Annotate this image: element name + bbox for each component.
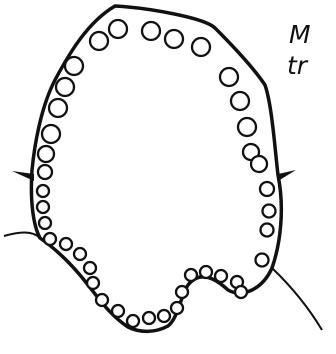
circle xyxy=(185,269,197,281)
circle xyxy=(42,125,60,143)
circle xyxy=(231,92,249,110)
circle xyxy=(142,22,160,40)
circle xyxy=(165,30,183,48)
circle xyxy=(38,165,52,179)
circle xyxy=(158,310,170,322)
circle xyxy=(143,312,155,324)
circle xyxy=(74,248,86,260)
circle xyxy=(171,302,183,314)
circle xyxy=(65,57,83,75)
label-line-1: M xyxy=(289,20,311,49)
circle xyxy=(176,286,188,298)
circle xyxy=(238,118,256,136)
circle xyxy=(49,99,67,117)
circle xyxy=(44,233,56,245)
right-tick-marker xyxy=(278,170,296,181)
circle xyxy=(215,270,227,282)
circle xyxy=(261,224,274,237)
circle xyxy=(37,185,49,197)
right-attachment-line xyxy=(272,268,322,330)
circle xyxy=(38,146,54,162)
circle xyxy=(256,254,269,267)
circle xyxy=(200,266,212,278)
circle xyxy=(127,315,139,327)
circle xyxy=(235,286,247,298)
circle xyxy=(220,68,238,86)
circle xyxy=(251,156,267,172)
circle xyxy=(39,217,51,229)
circle xyxy=(56,78,74,96)
circle xyxy=(84,262,96,274)
circle xyxy=(192,38,210,56)
circle xyxy=(112,305,124,317)
circle xyxy=(96,294,108,306)
label-line-2: tr xyxy=(287,51,309,80)
circle xyxy=(87,277,99,289)
circle xyxy=(109,20,127,38)
circle xyxy=(263,205,276,218)
circle xyxy=(60,238,72,250)
circle xyxy=(260,182,274,196)
circle xyxy=(90,32,108,50)
inner-circle-chain xyxy=(37,20,276,327)
circle xyxy=(37,201,49,213)
left-attachment-line xyxy=(4,233,40,239)
